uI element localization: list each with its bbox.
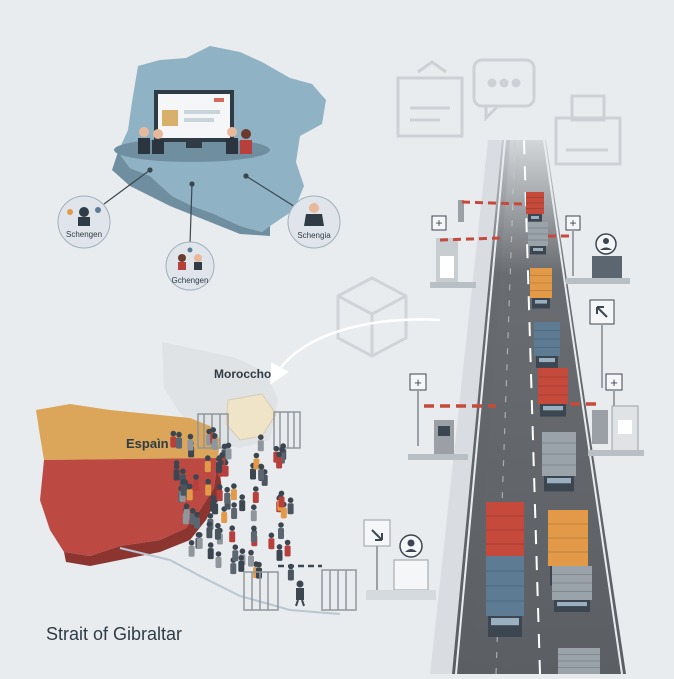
person [173, 463, 180, 481]
person [278, 522, 284, 539]
spain-region: Espaìn [36, 404, 222, 566]
person [205, 478, 212, 496]
person [170, 430, 177, 448]
crowd-of-people [170, 427, 294, 581]
arrow-sign-icon [589, 299, 615, 388]
map-connectors [103, 167, 301, 245]
person [188, 540, 195, 557]
person [258, 463, 265, 481]
person [186, 483, 193, 501]
person [250, 504, 257, 522]
package-box-icon [336, 276, 408, 358]
schengen-bubble-right: Schengia [287, 195, 341, 249]
spain-label: Espaìn [126, 436, 169, 451]
checkpoint-upper: + + [430, 200, 630, 288]
person [278, 490, 285, 508]
person [256, 561, 262, 579]
schengen-mid-label: Gchengen [172, 276, 209, 285]
migration-arrow [270, 318, 441, 385]
person [187, 433, 194, 451]
person [204, 455, 211, 473]
person [176, 431, 182, 449]
truck [534, 322, 560, 368]
svg-text:+: + [414, 375, 422, 390]
person [231, 502, 238, 519]
person [248, 549, 254, 567]
truck [486, 556, 524, 637]
svg-text:+: + [610, 375, 618, 390]
person [287, 497, 294, 515]
person [180, 479, 187, 496]
morocco-label: Morocchо [214, 367, 271, 381]
truck [542, 432, 576, 492]
page-title: Strait of Gibraltar [46, 624, 182, 644]
meeting-scene [114, 90, 270, 162]
chat-bubble-icon [472, 58, 536, 122]
schengen-right-label: Schengia [297, 231, 331, 240]
checkpoint-kiosk-left [363, 519, 436, 600]
person [252, 486, 259, 503]
printer-icon [554, 94, 622, 166]
person [183, 503, 190, 521]
person [276, 544, 283, 561]
person [257, 434, 264, 452]
schengen-bubble-middle: Gchengen [165, 241, 215, 291]
svg-text:+: + [435, 216, 442, 230]
person [238, 555, 245, 572]
truck [528, 222, 548, 255]
truck [526, 192, 544, 222]
ballot-box-icon [396, 60, 464, 138]
person [250, 525, 257, 543]
person [210, 494, 217, 512]
truck [558, 648, 600, 679]
person [284, 539, 291, 557]
person [214, 522, 221, 540]
schengen-left-label: Schengen [66, 230, 102, 239]
person [276, 451, 283, 469]
person [229, 525, 236, 543]
person [225, 442, 232, 460]
person [216, 456, 222, 473]
person [193, 474, 199, 491]
person [211, 433, 218, 450]
walking-person [295, 580, 305, 607]
person [206, 521, 213, 539]
truck [538, 368, 568, 417]
person [239, 494, 246, 512]
truck [530, 268, 552, 309]
svg-text:+: + [569, 216, 576, 230]
checkpoint-lower: + + [408, 373, 644, 460]
coastline [119, 547, 341, 615]
person [215, 551, 222, 568]
person [230, 483, 237, 501]
person [196, 532, 203, 549]
person [207, 542, 214, 560]
border-fence-lower [243, 564, 357, 611]
person [253, 452, 260, 470]
person [194, 511, 200, 529]
truck-queue [486, 192, 600, 679]
person [232, 544, 239, 562]
person [224, 486, 231, 504]
schengen-bubble-left: Schengen [57, 195, 111, 249]
person [216, 484, 223, 502]
truck [552, 566, 592, 612]
person [268, 532, 275, 550]
